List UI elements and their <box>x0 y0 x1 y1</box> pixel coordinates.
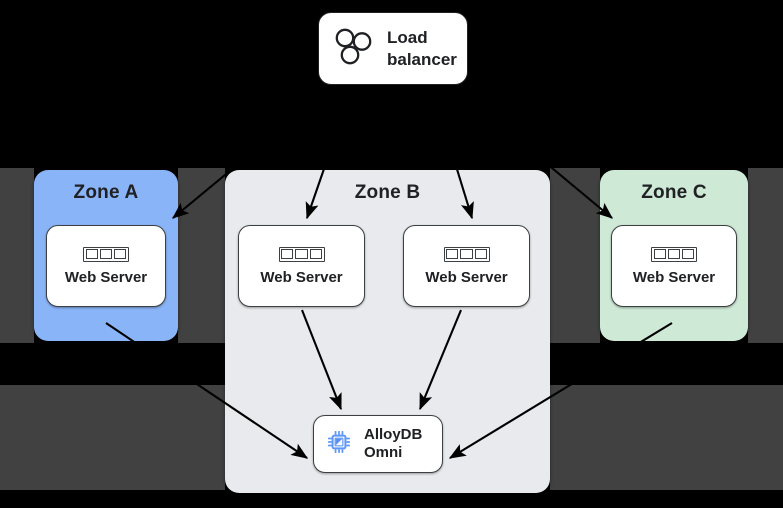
background-band-mid-left <box>178 168 225 198</box>
background-band-right-mid <box>550 198 600 343</box>
web-server-b1-card[interactable]: Web Server <box>238 225 365 307</box>
web-server-b1-label: Web Server <box>260 268 343 286</box>
zone-b-container[interactable]: Zone B Web Server Web Server <box>225 170 550 493</box>
alloydb-omni-label: AlloyDB Omni <box>364 426 422 463</box>
zone-a-label: Zone A <box>73 182 139 203</box>
server-rack-icon <box>278 246 325 262</box>
load-balancer-label-line1: Load <box>387 28 428 48</box>
alloydb-omni-label-line1: AlloyDB <box>364 425 423 443</box>
web-server-b2-card[interactable]: Web Server <box>403 225 530 307</box>
web-server-b2-label: Web Server <box>425 268 508 286</box>
alloydb-omni-card[interactable]: AlloyDB Omni <box>313 415 443 473</box>
web-server-c1-card[interactable]: Web Server <box>611 225 737 307</box>
background-gap-right <box>550 343 783 385</box>
load-balancer-card[interactable]: Load balancer <box>318 12 468 85</box>
background-gap-left <box>0 343 225 385</box>
load-balancer-label-line2: balancer <box>387 49 457 69</box>
zone-a-container[interactable]: Zone A Web Server <box>34 170 178 341</box>
background-band-right-lower <box>550 385 783 490</box>
alloydb-omni-label-line2: Omni <box>364 444 403 461</box>
background-band-left-lower <box>0 385 225 490</box>
web-server-c1-label: Web Server <box>632 268 716 286</box>
server-rack-icon <box>443 246 490 262</box>
server-rack-icon <box>651 246 697 262</box>
web-server-a1-card[interactable]: Web Server <box>46 225 166 307</box>
cpu-chip-icon <box>325 428 353 461</box>
background-band-left-upper <box>0 168 34 343</box>
load-balancer-label: Load balancer <box>387 27 457 70</box>
zone-c-container[interactable]: Zone C Web Server <box>600 170 748 341</box>
server-rack-icon <box>83 246 129 262</box>
zone-c-label: Zone C <box>641 182 707 203</box>
background-band-mid-left2 <box>178 198 225 343</box>
web-server-a1-label: Web Server <box>64 268 148 286</box>
background-band-right-edge <box>748 168 783 343</box>
load-balancer-circles-icon <box>332 24 376 73</box>
zone-b-label: Zone B <box>354 182 421 203</box>
background-band-right-upper <box>550 168 600 198</box>
